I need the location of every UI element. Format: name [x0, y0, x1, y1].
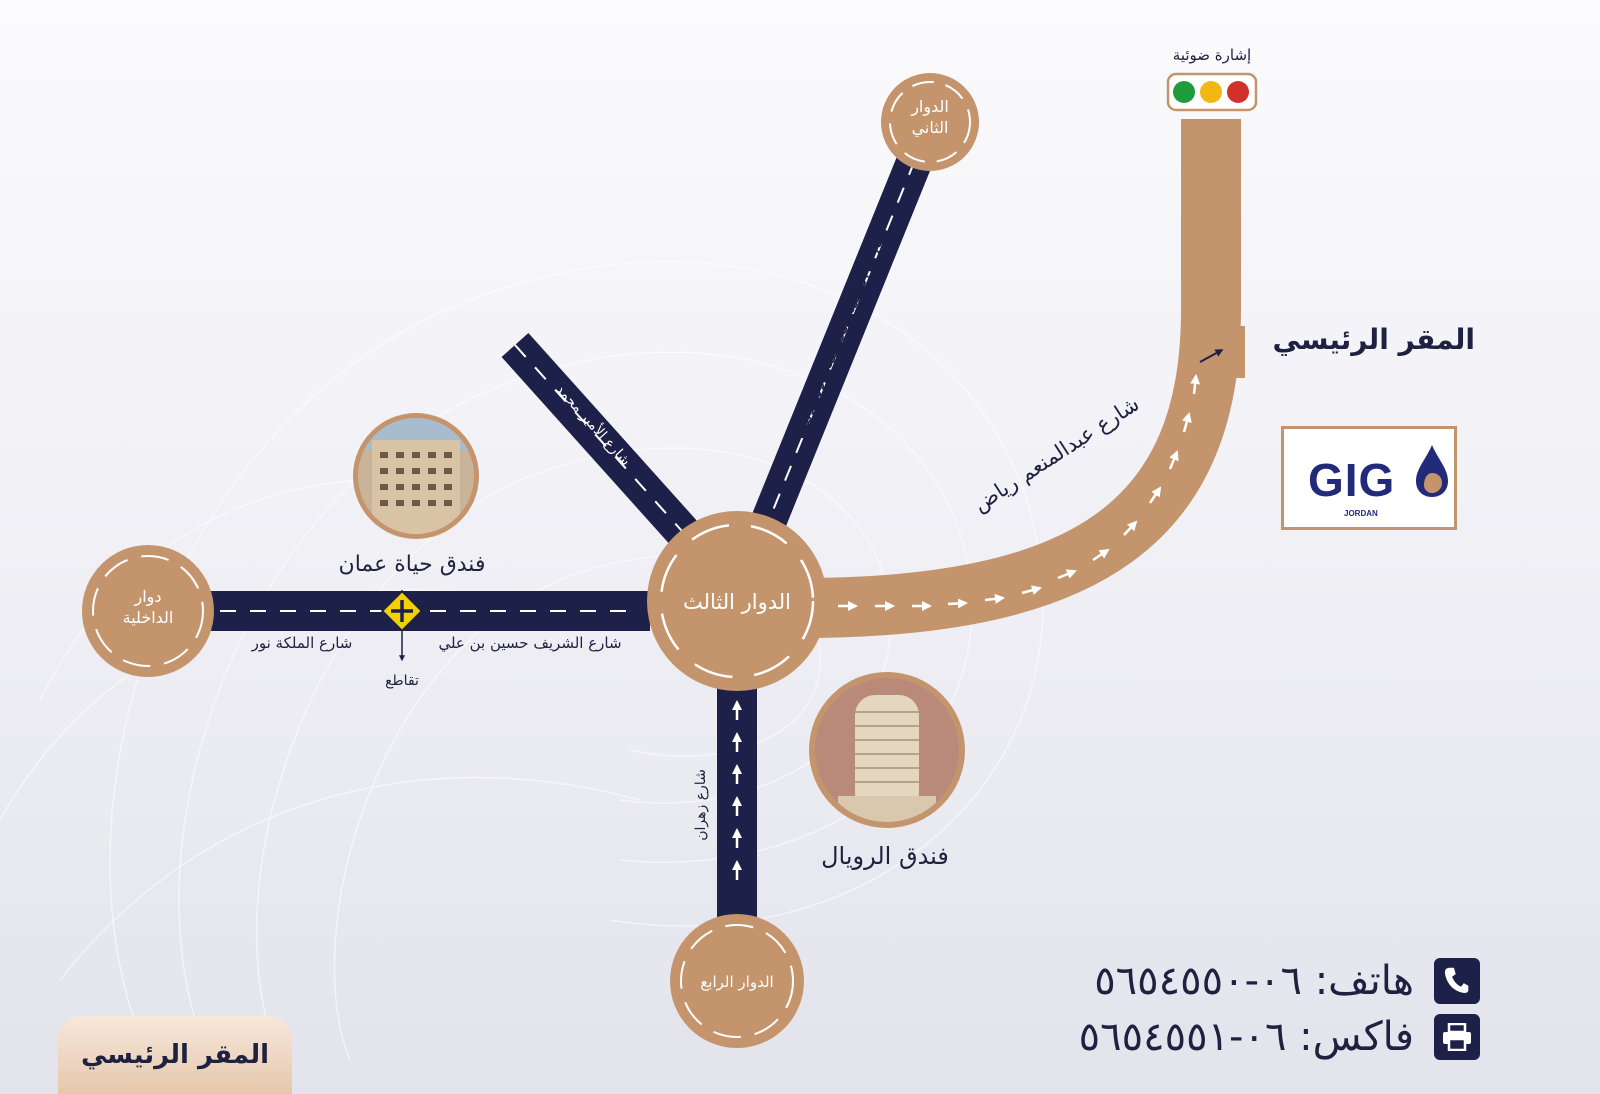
- drop-icon: [1416, 445, 1448, 497]
- traffic-light-icon: [1166, 72, 1258, 112]
- royal-hotel-photo: [809, 672, 965, 828]
- road-prince-mohammad: [501, 332, 704, 553]
- phone-number: هاتف: ٠٦-٥٦٥٤٥٥٠: [1094, 958, 1414, 1004]
- royal-hotel-label: فندق الرويال: [821, 842, 949, 870]
- road-abdel-moneim-riad: [799, 119, 1241, 638]
- phone-icon: [1434, 958, 1480, 1004]
- phone-row: هاتف: ٠٦-٥٦٥٤٥٥٠: [1094, 958, 1480, 1004]
- street-queen-noor-label: شارع الملكة نور: [251, 634, 353, 652]
- headquarters-marker: [1236, 326, 1245, 378]
- intersection-sign-icon: [380, 589, 424, 662]
- street-islamic-college-label: شارع الكلية العلمية الإسلامية: [787, 223, 892, 442]
- fax-number: فاكس: ٠٦-٥٦٥٤٥٥١: [1078, 1014, 1414, 1060]
- footer-label: المقر الرئيسي: [80, 1040, 270, 1070]
- roundabout-fourth: [670, 914, 804, 1048]
- street-sharif-hussein-label: شارع الشريف حسين بن علي: [438, 634, 621, 653]
- roundabout-third-label: الدوار الثالث: [683, 590, 791, 614]
- hyatt-hotel-photo: [353, 413, 479, 539]
- intersection-label: تقاطع: [385, 673, 419, 689]
- roundabout-fourth-label: الدوار الرابع: [700, 973, 773, 991]
- logo-text: GIG: [1308, 454, 1396, 506]
- logo-subtext: JORDAN: [1344, 509, 1378, 518]
- hyatt-hotel-label: فندق حياة عمان: [339, 552, 486, 577]
- footer-headquarters-badge: المقر الرئيسي: [58, 1016, 292, 1094]
- gig-logo: GIG JORDAN: [1281, 426, 1457, 530]
- road-zahran: [717, 670, 757, 938]
- fax-row: فاكس: ٠٦-٥٦٥٤٥٥١: [1079, 1014, 1480, 1060]
- roundabout-second: [881, 73, 979, 171]
- road-islamic-college: [748, 153, 932, 537]
- printer-icon: [1434, 1014, 1480, 1060]
- roundabout-interior: [82, 545, 214, 677]
- headquarters-label: المقر الرئيسي: [1272, 323, 1476, 356]
- roundabout-third: [647, 511, 827, 691]
- traffic-light-label: إشارة ضوئية: [1173, 46, 1251, 64]
- street-zahran-label: شارع زهران: [693, 769, 709, 841]
